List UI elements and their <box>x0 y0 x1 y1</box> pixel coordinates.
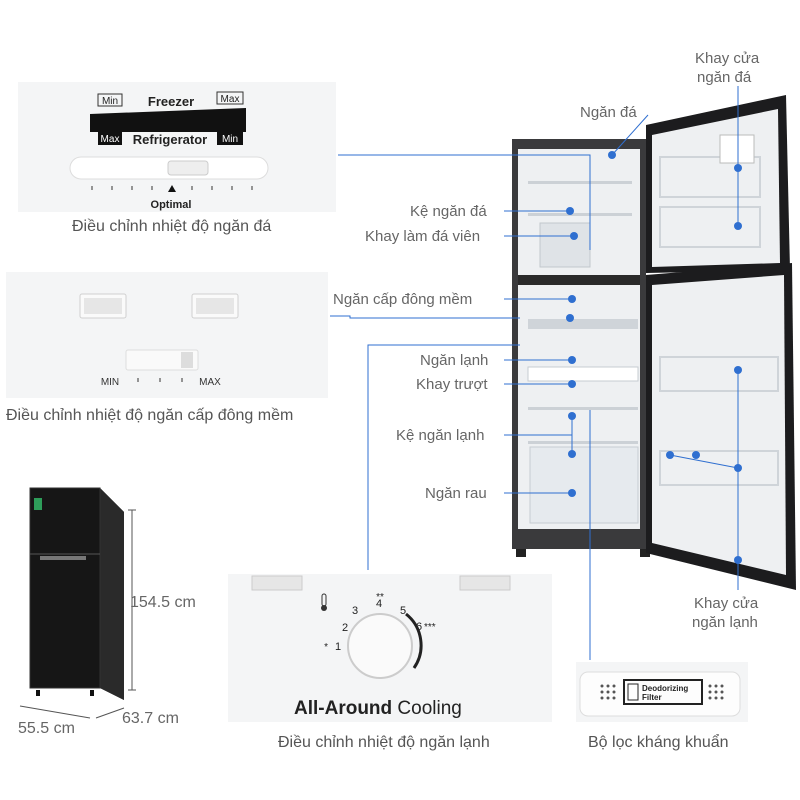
label-khay-cua-ngan-lanh-2: ngăn lạnh <box>692 614 758 631</box>
fridge-dial-knob <box>347 613 413 679</box>
freezer-dial-panel: Min Freezer Max Max Refrigerator Min Opt… <box>18 82 336 212</box>
fridge-dial-caption: Điều chỉnh nhiệt độ ngăn lạnh <box>278 734 490 751</box>
max-bottom-label: Max <box>101 134 120 145</box>
dial-num-1: 1 <box>335 641 341 653</box>
filter-icon <box>627 683 639 701</box>
height-dimension: 154.5 cm <box>130 594 196 611</box>
gradient-wedge <box>90 108 246 132</box>
min-top-label: Min <box>102 96 118 107</box>
dial-num-4: 4 <box>376 598 382 610</box>
fridge-dial-panel: 1 2 3 4 5 6 * ** *** All-Around Cooling <box>228 574 552 722</box>
label-khay-cua-ngan-da-2: ngăn đá <box>697 69 752 86</box>
width-dimension: 55.5 cm <box>18 720 75 737</box>
optimal-label: Optimal <box>151 199 192 211</box>
dimension-lines <box>19 509 136 719</box>
label-ngan-lanh: Ngăn lạnh <box>420 352 489 369</box>
label-ke-ngan-lanh: Kệ ngăn lạnh <box>396 427 485 444</box>
freezer-slider-knob <box>167 160 209 176</box>
filter-graphic: Deodorizing Filter <box>579 671 741 717</box>
label-ngan-rau: Ngăn rau <box>425 485 487 502</box>
dial-stars-top: ** <box>376 592 384 603</box>
fridge-dial-graphic: 1 2 3 4 5 6 * ** *** All-Around Cooling <box>251 575 511 719</box>
optimal-arrow-icon <box>168 185 176 192</box>
label-khay-lam-da: Khay làm đá viên <box>365 228 481 245</box>
cooling-title-bold: All-Around <box>294 698 392 719</box>
label-khay-cua-ngan-lanh-1: Khay cửa <box>694 595 759 612</box>
thermometer-icon <box>321 593 327 611</box>
freezer-dial-caption: Điều chỉnh nhiệt độ ngăn đá <box>72 218 272 235</box>
svg-text:All-Around Cooling: All-Around Cooling <box>294 698 462 719</box>
dial-num-6: 6 <box>416 621 422 633</box>
dial-num-5: 5 <box>400 605 406 617</box>
soft-freeze-caption: Điều chỉnh nhiệt độ ngăn cấp đông mềm <box>6 407 294 424</box>
label-khay-cua-ngan-da-1: Khay cửa <box>695 50 760 67</box>
soft-freeze-panel: MIN MAX <box>6 272 328 398</box>
refrigerator-label: Refrigerator <box>133 132 207 147</box>
filter-caption: Bộ lọc kháng khuẩn <box>588 734 729 751</box>
fridge-dimensions-graphic <box>29 487 124 700</box>
cooling-title-rest: Cooling <box>392 698 462 719</box>
dial-num-3: 3 <box>352 605 358 617</box>
soft-min-label: MIN <box>101 377 119 388</box>
label-ke-ngan-da: Kệ ngăn đá <box>410 203 487 220</box>
min-bottom-label: Min <box>222 134 238 145</box>
label-ngan-da: Ngăn đá <box>580 104 637 121</box>
max-top-label: Max <box>221 94 240 105</box>
freezer-label: Freezer <box>148 94 194 109</box>
dial-star-left: * <box>324 642 328 653</box>
dial-num-2: 2 <box>342 622 348 634</box>
label-khay-truot: Khay trượt <box>416 376 488 393</box>
soft-max-label: MAX <box>199 377 221 388</box>
label-ngan-cap-dong: Ngăn cấp đông mềm <box>333 291 473 308</box>
filter-panel: Deodorizing Filter <box>576 662 748 722</box>
soft-freeze-graphic: MIN MAX <box>79 293 239 388</box>
filter-label-2: Filter <box>642 693 662 702</box>
freezer-dial-graphic: Min Freezer Max Max Refrigerator Min Opt… <box>69 91 269 211</box>
energy-label-icon <box>34 498 42 510</box>
depth-dimension: 63.7 cm <box>122 710 179 727</box>
filter-label-1: Deodorizing <box>642 684 688 693</box>
dial-stars-right: *** <box>424 622 436 633</box>
open-fridge-graphic <box>512 95 796 590</box>
soft-freeze-slider <box>125 349 199 371</box>
